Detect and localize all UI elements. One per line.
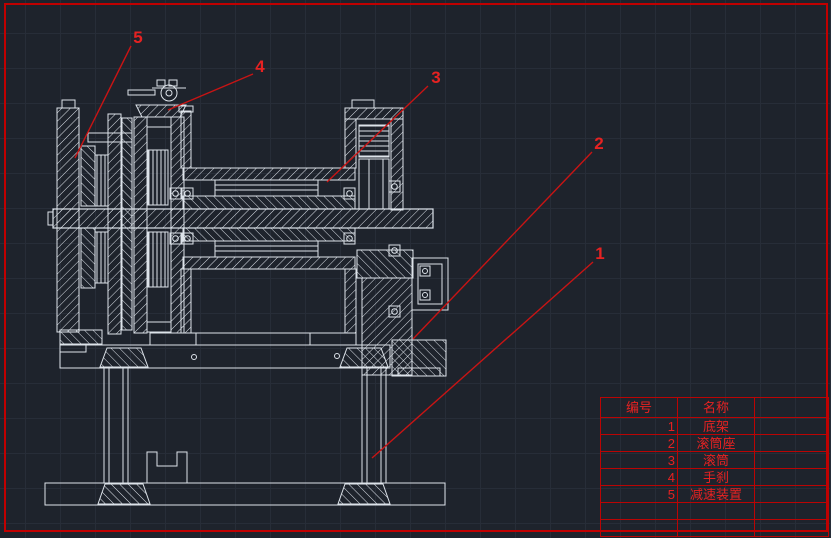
parts-table-row: 2 滚筒座 xyxy=(600,434,829,452)
callout-label-4: 4 xyxy=(255,57,265,76)
leader-line-1 xyxy=(371,261,594,459)
part-blank xyxy=(754,417,829,435)
parts-table-row: 4 手刹 xyxy=(600,468,829,486)
parts-table-header-number: 编号 xyxy=(600,397,678,418)
part-number xyxy=(600,519,678,537)
parts-table-row: 5 减速装置 xyxy=(600,485,829,503)
handbrake-assembly xyxy=(127,79,187,334)
callouts: 5 4 3 2 1 xyxy=(74,28,605,459)
part-number: 2 xyxy=(600,434,678,452)
part-name xyxy=(677,519,755,537)
callout-label-2: 2 xyxy=(594,134,603,153)
part-blank xyxy=(754,485,829,503)
part-name: 减速装置 xyxy=(677,485,755,503)
part-name: 滚筒 xyxy=(677,451,755,469)
callout-label-5: 5 xyxy=(133,28,142,47)
callout-label-1: 1 xyxy=(595,244,604,263)
parts-table: 编号 名称 1 底架 2 滚筒座 3 滚筒 4 手刹 5 减速装置 xyxy=(600,397,829,537)
part-blank xyxy=(754,451,829,469)
leader-line-3 xyxy=(326,85,429,183)
callout-label-3: 3 xyxy=(431,68,440,87)
drum-shaft xyxy=(47,208,434,229)
part-number xyxy=(600,502,678,520)
parts-table-row xyxy=(600,519,829,537)
part-name: 底架 xyxy=(677,417,755,435)
parts-table-header-blank xyxy=(754,397,829,418)
drawing-frame xyxy=(4,3,828,532)
parts-table-row: 1 底架 xyxy=(600,417,829,435)
part-name: 滚筒座 xyxy=(677,434,755,452)
parts-table-row: 3 滚筒 xyxy=(600,451,829,469)
part-number: 3 xyxy=(600,451,678,469)
part-number: 5 xyxy=(600,485,678,503)
parts-table-header-name: 名称 xyxy=(677,397,755,418)
leader-line-5 xyxy=(74,45,132,159)
part-number: 1 xyxy=(600,417,678,435)
drum-assembly xyxy=(149,99,375,346)
part-blank xyxy=(754,434,829,452)
roller-seat-assembly xyxy=(344,107,449,377)
part-blank xyxy=(754,468,829,486)
part-name xyxy=(677,502,755,520)
part-number: 4 xyxy=(600,468,678,486)
parts-table-row xyxy=(600,502,829,520)
base-frame xyxy=(44,344,446,506)
part-name: 手刹 xyxy=(677,468,755,486)
part-blank xyxy=(754,519,829,537)
leader-line-2 xyxy=(412,151,593,340)
leader-line-4 xyxy=(167,73,254,111)
parts-table-header-row: 编号 名称 xyxy=(600,397,829,418)
part-blank xyxy=(754,502,829,520)
